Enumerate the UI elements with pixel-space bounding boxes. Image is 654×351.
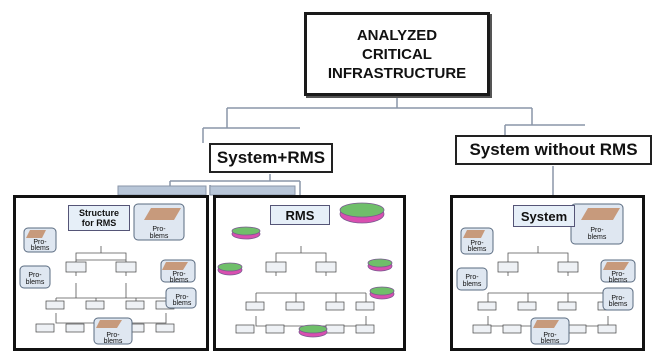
system-thumbnail: Pro-blems Pro-blems Pro-blems Pro-blems … [456,203,636,345]
panel-rms: RMS [213,195,406,351]
svg-text:blems: blems [150,233,169,240]
branch-caps [202,124,585,143]
svg-text:Pro-: Pro- [470,240,484,247]
svg-text:Pro-: Pro- [590,227,604,234]
svg-text:Pro-: Pro- [28,272,42,279]
svg-text:Pro-: Pro- [172,271,186,278]
branch-node-system-without-rms: System without RMS [455,135,652,165]
panel-title-rms: RMS [270,205,330,225]
root-connector [226,97,533,128]
svg-text:Pro-: Pro- [152,226,166,233]
svg-text:Pro-: Pro- [465,274,479,281]
rms-thumbnail [217,202,395,338]
branch-node-system-rms: System+RMS [209,143,333,173]
structure-thumbnail: Pro-blems Pro-blems Pro-blems Pro-blems … [19,203,197,345]
svg-text:blems: blems [588,234,607,241]
svg-text:blems: blems [541,338,560,345]
panel-system: Pro-blems Pro-blems Pro-blems Pro-blems … [450,195,645,351]
svg-text:blems: blems [463,281,482,288]
svg-text:Pro-: Pro- [33,239,47,246]
root-node: ANALYZED CRITICAL INFRASTRUCTURE [304,12,490,96]
svg-text:Pro-: Pro- [106,332,120,339]
svg-text:Pro-: Pro- [175,294,189,301]
svg-text:blems: blems [609,277,628,284]
svg-text:blems: blems [170,277,189,284]
svg-text:Pro-: Pro- [543,332,557,339]
panel-title-structure-for-rms: Structure for RMS [68,205,130,231]
svg-text:blems: blems [468,246,487,253]
svg-text:blems: blems [26,279,45,286]
connector-cap-right [209,185,296,196]
connector-cap-left [117,185,207,196]
svg-text:Pro-: Pro- [611,295,625,302]
panel-title-system: System [513,205,575,227]
svg-text:blems: blems [104,338,123,345]
svg-text:blems: blems [173,300,192,307]
svg-text:blems: blems [31,245,50,252]
panel-structure-for-rms: Pro-blems Pro-blems Pro-blems Pro-blems … [13,195,209,351]
svg-text:blems: blems [609,301,628,308]
svg-text:Pro-: Pro- [611,271,625,278]
